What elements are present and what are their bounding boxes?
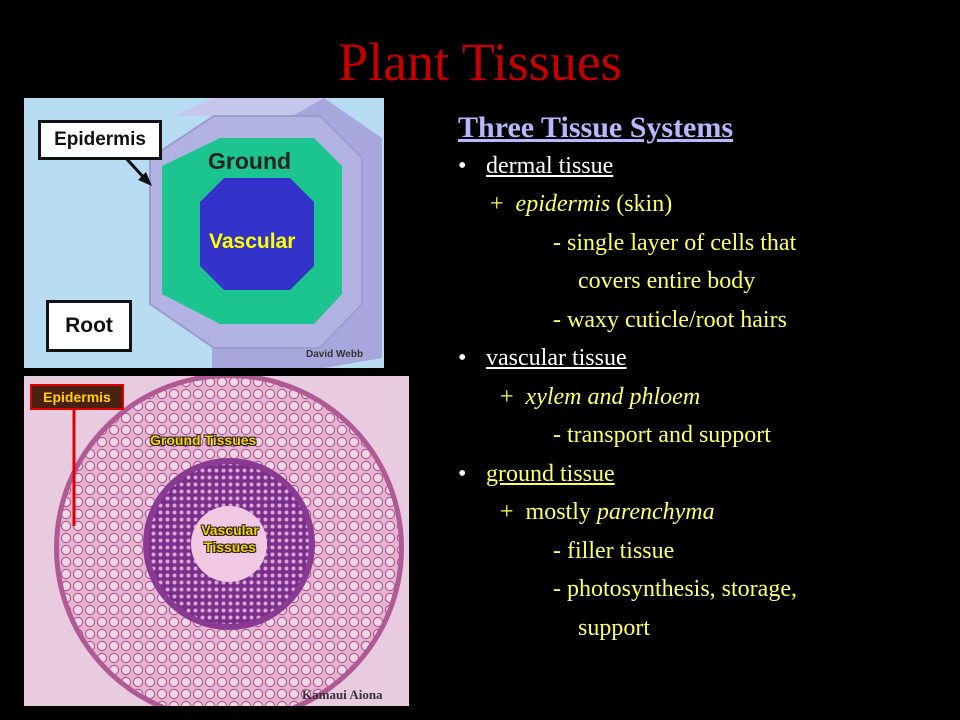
ground-point2b: support [578, 614, 650, 641]
diagram-credit: David Webb [306, 349, 364, 360]
micro-vascular-line2: Tissues [204, 539, 256, 555]
dermal-title: dermal tissue [486, 152, 614, 179]
micro-ground-label: Ground Tissues [150, 432, 257, 448]
epidermis-top-face [174, 98, 324, 116]
micro-credit: Kamaui Aiona [302, 687, 383, 702]
ground-bullet: • ground tissue [458, 455, 948, 494]
diagram-vascular-label: Vascular [209, 230, 296, 253]
diagram-epidermis-label: Epidermis [54, 129, 146, 150]
diagram-root-box: Root [46, 300, 132, 352]
dermal-sub-rest: (skin) [616, 191, 673, 217]
bullet-mark: • [458, 152, 467, 179]
dermal-point1b: covers entire body [578, 268, 756, 294]
tissue-diagram-graphic [122, 98, 382, 368]
diagram-ground-label: Ground [208, 148, 292, 174]
dermal-sub: + epidermis (skin) [458, 185, 948, 224]
dermal-sub-italic: epidermis [515, 191, 611, 217]
vascular-title: vascular tissue [486, 345, 627, 371]
tissue-diagram: Epidermis Ground Vascular Root David Web… [24, 98, 384, 368]
dermal-point1a: - single layer of cells that [553, 229, 797, 256]
micrograph-graphic [24, 376, 409, 706]
micro-vascular-line1: Vascular [201, 522, 259, 538]
diagram-root-label: Root [65, 314, 113, 337]
ground-sub-plain: mostly [525, 499, 591, 525]
diagram-epidermis-box: Epidermis [38, 120, 162, 160]
vascular-layer [200, 178, 314, 290]
vascular-point1: - transport and support [553, 422, 771, 448]
bullet-mark: • [458, 345, 467, 371]
ground-sub: + mostly parenchyma [458, 493, 948, 532]
arrow-head [138, 172, 152, 186]
micro-epidermis-label: Epidermis [43, 389, 111, 405]
micro-vascular-label: Vascular Tissues [180, 522, 280, 556]
ground-sub-italic: parenchyma [596, 499, 715, 525]
root-micrograph: Epidermis Ground Tissues Vascular Tissue… [24, 376, 409, 706]
vascular-bullet: • vascular tissue [458, 339, 948, 378]
ground-point2a: - photosynthesis, storage, [553, 576, 797, 602]
plus-mark: + [490, 191, 504, 217]
section-heading: Three Tissue Systems [458, 111, 734, 144]
plus-mark: + [500, 383, 514, 410]
vascular-sub: + xylem and phloem [458, 378, 948, 417]
bullet-mark: • [458, 460, 467, 487]
tissue-systems-text: Three Tissue Systems • dermal tissue + ep… [458, 108, 948, 647]
micro-pith [191, 506, 267, 582]
ground-point1: - filler tissue [553, 537, 675, 564]
vascular-sub-italic: xylem and phloem [525, 383, 701, 410]
slide-title: Plant Tissues [338, 32, 622, 92]
dermal-point2: - waxy cuticle/root hairs [553, 306, 787, 333]
plus-mark: + [500, 499, 514, 525]
ground-title: ground tissue [486, 460, 615, 487]
dermal-bullet: • dermal tissue [458, 147, 948, 186]
micro-epidermis-box: Epidermis [30, 384, 124, 410]
